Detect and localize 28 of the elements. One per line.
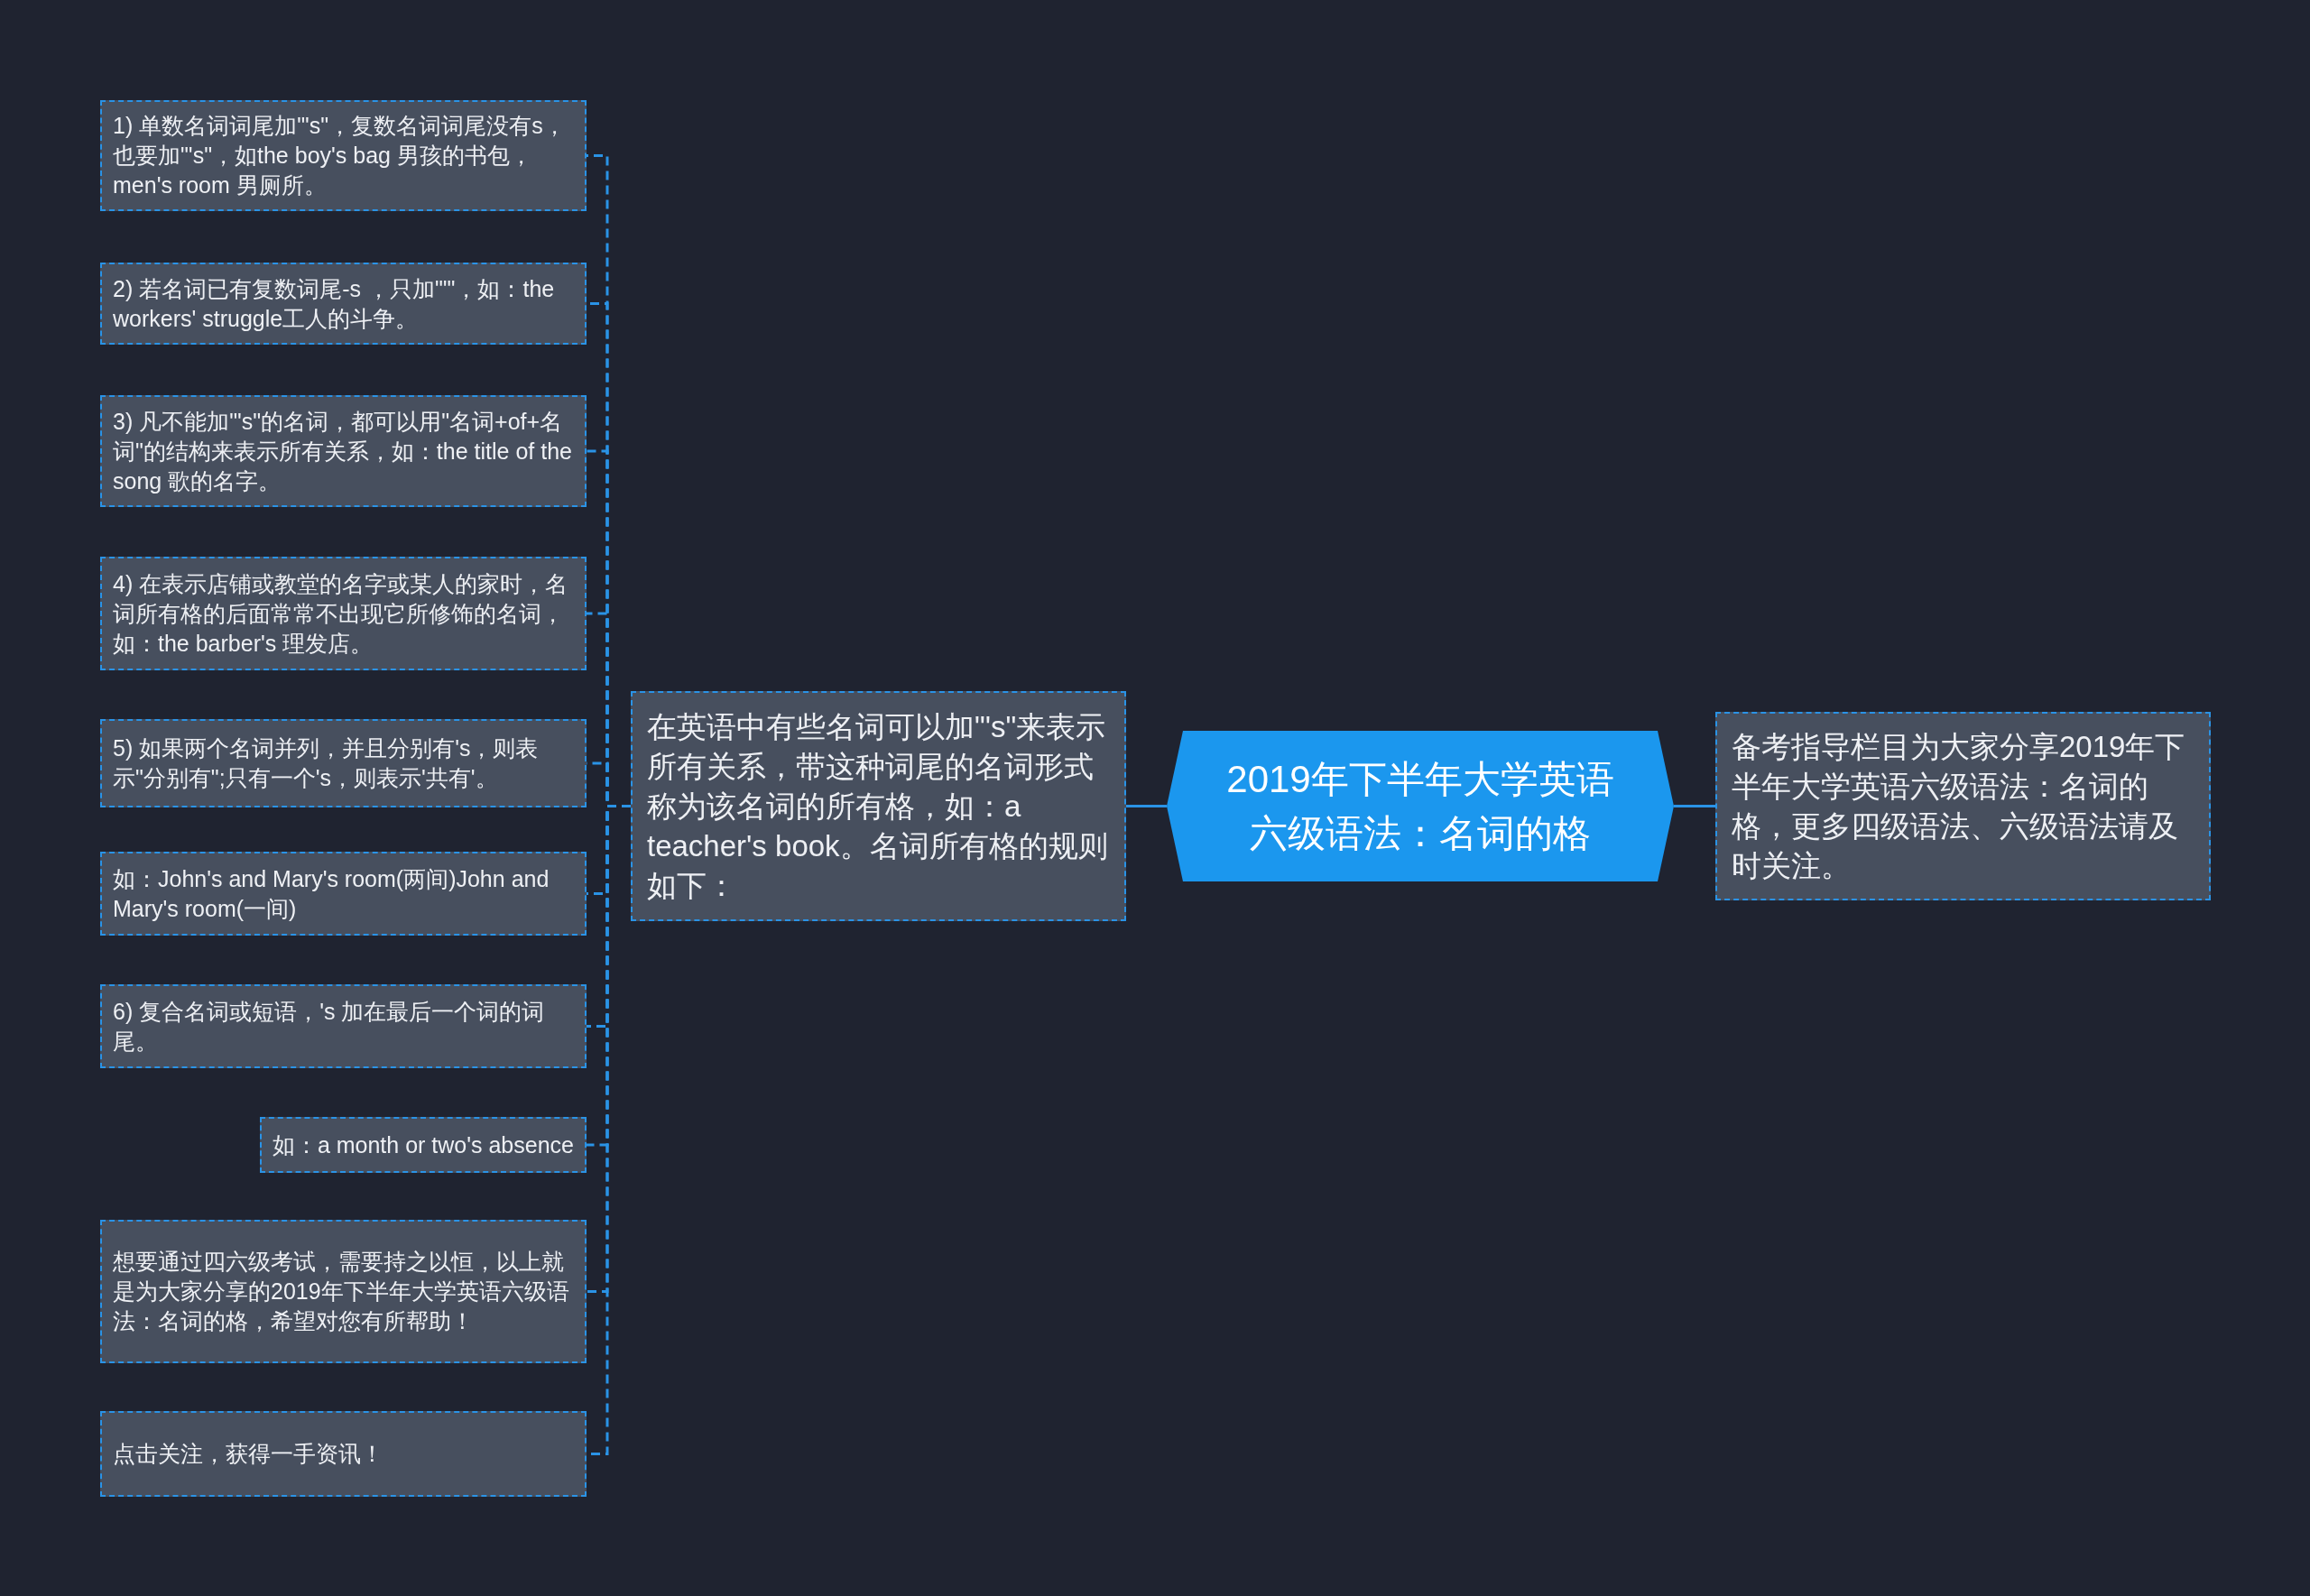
- note-box: [259, 1117, 587, 1173]
- note-box: [100, 984, 587, 1068]
- note-text: 6) 复合名词或短语，'s 加在最后一个词的词尾。: [113, 997, 546, 1056]
- topic-box: [631, 691, 1126, 921]
- note-text: 3) 凡不能加"'s"的名词，都可以用"名词+of+名词"的结构来表示所有关系，如：the title of the song 歌的名字。: [113, 407, 573, 495]
- note-text: 1) 单数名词词尾加"'s"，复数名词词尾没有s，也要加"'s"，如the boy's bag 男孩的书包，men's room 男厕所。: [113, 112, 567, 199]
- note-text: 4) 在表示店铺或教堂的名字或某人的家时，名词所有格的后面常常不出现它所修饰的名词，如：the barber's 理发店。: [113, 569, 569, 658]
- note-text: 2) 若名词已有复数词尾-s ，只加"'"，如：the workers' struggle工人的斗争。: [113, 274, 556, 333]
- topic-text: 备考指导栏目为大家分享2019年下半年大学英语六级语法：名词的格，更多四级语法、六级语法请及时关注。: [1732, 728, 2186, 884]
- note-text: 5) 如果两个名词并列，并且分别有's，则表示"分别有";只有一个's，则表示'共有'。: [113, 734, 540, 792]
- note-box: [100, 395, 587, 507]
- note-box: [100, 263, 587, 345]
- topic-text: 在英语中有些名词可以加"'s"来表示所有关系，带这种词尾的名词形式称为该名词的所有格，如：a teacher's book。名词所有格的规则如下：: [647, 708, 1109, 904]
- note-text: 如：John's and Mary's room(两间)John and Mary's room(一间): [113, 864, 550, 923]
- note-text: 如：a month or two's absence: [272, 1130, 574, 1159]
- topic-hexagon: [1167, 731, 1674, 881]
- note-text: 想要通过四六级考试，需要持之以恒，以上就是为大家分享的2019年下半年大学英语六级语法：名词的格，希望对您有所帮助！: [113, 1248, 570, 1335]
- note-text: 点击关注，获得一手资讯！: [113, 1440, 384, 1468]
- note-box: [100, 1411, 587, 1497]
- note-box: [100, 100, 587, 211]
- note-box: [100, 1220, 587, 1363]
- topic-box: [1715, 712, 2211, 900]
- note-box: [100, 557, 587, 670]
- note-box: [100, 719, 587, 807]
- connector-line: [1126, 805, 1167, 807]
- connector-line: [1674, 805, 1715, 807]
- topic-title: 2019年下半年大学英语六级语法：名词的格: [1225, 756, 1615, 856]
- note-box: [100, 852, 587, 936]
